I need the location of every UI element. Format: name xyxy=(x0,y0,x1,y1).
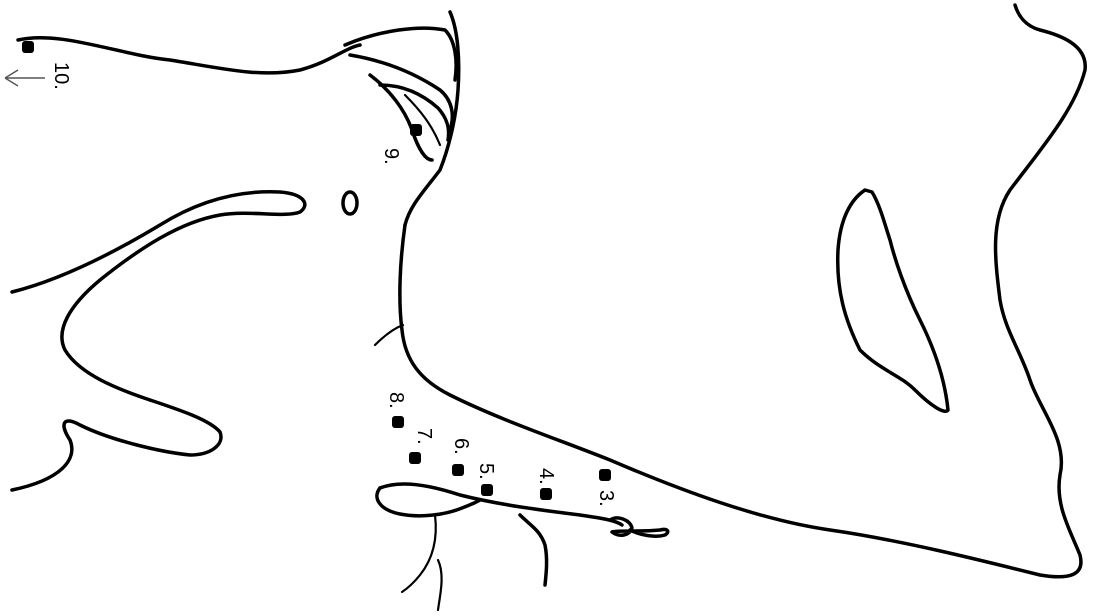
arrow-left-icon xyxy=(5,70,45,86)
dot-4 xyxy=(540,488,552,500)
outline-body-ribs xyxy=(375,325,403,345)
outline-lower-limb xyxy=(12,400,221,490)
dot-6 xyxy=(452,464,464,476)
dot-label-5: 5. xyxy=(475,463,497,480)
outline-fin-tip xyxy=(610,518,668,536)
dot-3 xyxy=(599,469,611,481)
outline-inner-shape xyxy=(838,190,948,411)
outline-fin-lower xyxy=(377,488,480,516)
dot-label-8: 8. xyxy=(385,392,407,409)
dot-7 xyxy=(409,452,421,464)
outline-upper-limb xyxy=(12,192,305,400)
outline-ear-inner-1 xyxy=(350,55,452,130)
eye-oval xyxy=(343,192,357,214)
dot-label-9: 9. xyxy=(380,148,402,165)
outline-fin-stem-3 xyxy=(438,560,442,610)
dot-label-4: 4. xyxy=(535,468,557,485)
dot-label-3: 3. xyxy=(595,490,617,507)
outline-fin-outer xyxy=(380,484,622,525)
dot-label-6: 6. xyxy=(450,438,472,455)
dot-5 xyxy=(481,484,493,496)
dot-10 xyxy=(22,41,34,53)
dot-9 xyxy=(410,124,422,136)
outline-fin-stem-2 xyxy=(402,515,436,592)
outline-body-curve xyxy=(400,5,1085,577)
dot-label-10: 10. xyxy=(50,62,72,90)
outline-ear-outer xyxy=(345,28,456,80)
dot-8 xyxy=(392,416,404,428)
dot-label-7: 7. xyxy=(413,428,435,445)
outline-fin-stem-1 xyxy=(520,515,547,585)
outline-ear-inner-4 xyxy=(405,95,440,145)
